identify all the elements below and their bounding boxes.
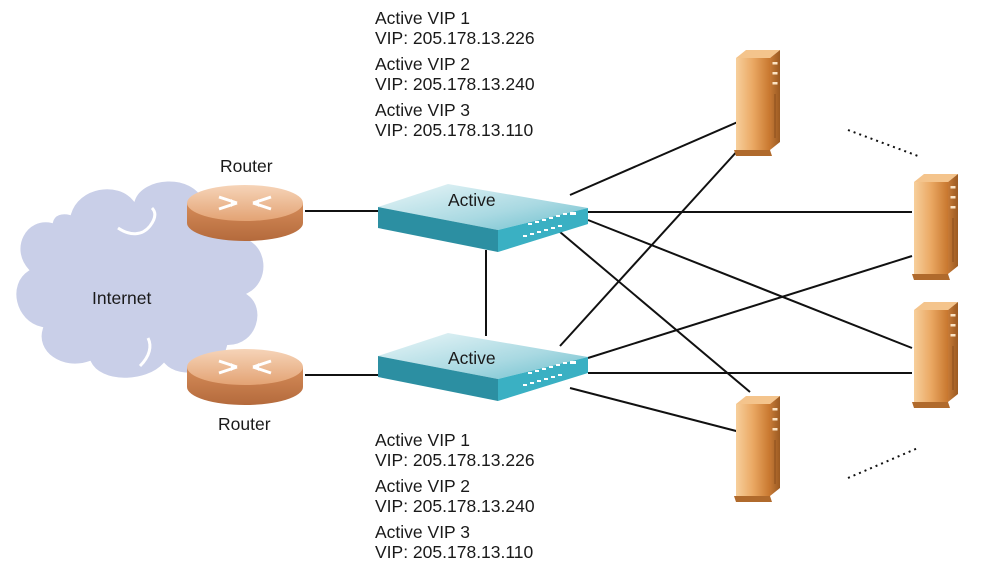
switch-label-bottom: Active: [448, 348, 496, 368]
vip-name: Active VIP 1: [375, 430, 471, 450]
server-icon: [911, 173, 959, 281]
vip-address: VIP: 205.178.13.240: [375, 74, 535, 94]
vip-list-bottom: Active VIP 1 VIP: 205.178.13.226 Active …: [375, 430, 535, 568]
connections: [305, 120, 913, 433]
vip-name: Active VIP 3: [375, 100, 471, 120]
link-sw1-server3: [587, 219, 913, 349]
router-icon: [187, 185, 303, 241]
vip-address: VIP: 205.178.13.110: [375, 120, 534, 140]
vip-entry: Active VIP 1 VIP: 205.178.13.226: [375, 8, 535, 48]
vip-name: Active VIP 3: [375, 522, 471, 542]
server-icon: [733, 395, 781, 503]
vip-name: Active VIP 2: [375, 476, 471, 496]
vip-name: Active VIP 1: [375, 8, 471, 28]
switch-label-top: Active: [448, 190, 496, 210]
vip-entry: Active VIP 3 VIP: 205.178.13.110: [375, 522, 535, 562]
server-icon: [733, 49, 781, 157]
vip-list-top: Active VIP 1 VIP: 205.178.13.226 Active …: [375, 8, 535, 146]
vip-address: VIP: 205.178.13.240: [375, 496, 535, 516]
router-label-bottom: Router: [218, 414, 271, 434]
router-label-top: Router: [220, 156, 273, 176]
vip-entry: Active VIP 2 VIP: 205.178.13.240: [375, 54, 535, 94]
link-sw2-server-top: [559, 147, 741, 347]
internet-label: Internet: [92, 288, 152, 308]
vip-address: VIP: 205.178.13.226: [375, 28, 535, 48]
more-servers-dots-bottom: [847, 447, 919, 479]
server-icon: [911, 301, 959, 409]
vip-address: VIP: 205.178.13.226: [375, 450, 535, 470]
vip-entry: Active VIP 1 VIP: 205.178.13.226: [375, 430, 535, 470]
link-sw2-server-bottom: [569, 387, 741, 433]
vip-name: Active VIP 2: [375, 54, 471, 74]
vip-entry: Active VIP 2 VIP: 205.178.13.240: [375, 476, 535, 516]
link-sw1-server-bottom: [559, 231, 751, 393]
link-sw1-server-top: [569, 120, 741, 196]
link-sw2-server2: [587, 255, 913, 359]
router-icon: [187, 349, 303, 405]
vip-entry: Active VIP 3 VIP: 205.178.13.110: [375, 100, 535, 140]
switch-icon: [378, 184, 588, 252]
vip-address: VIP: 205.178.13.110: [375, 542, 534, 562]
more-servers-dots-top: [847, 129, 919, 157]
switch-icon: [378, 333, 588, 401]
